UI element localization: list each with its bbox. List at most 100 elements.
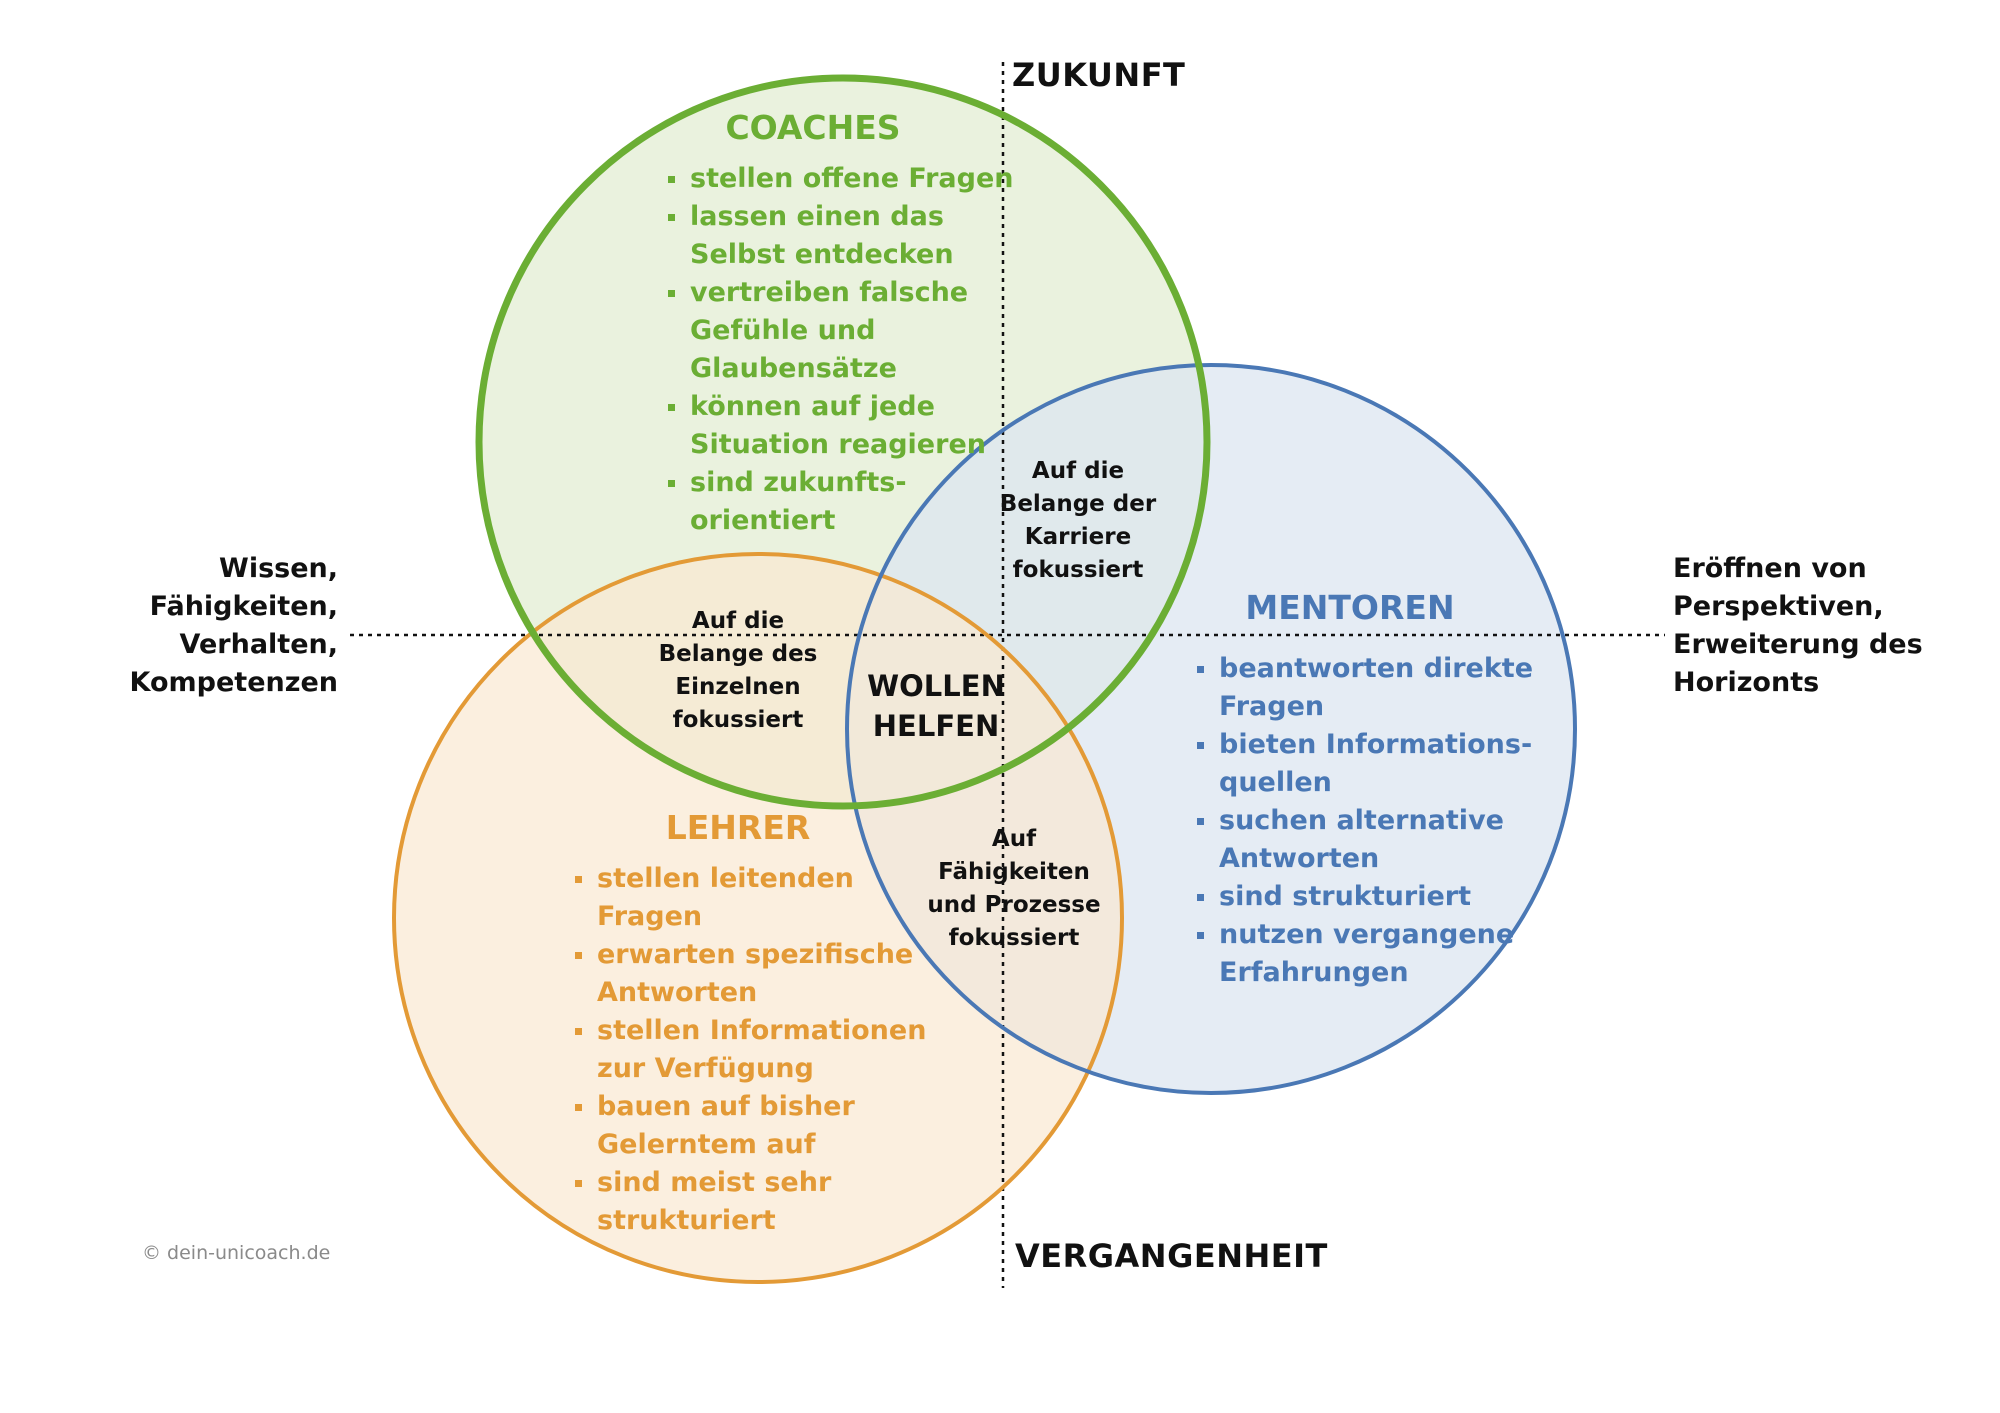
overlap-line: Fähigkeiten xyxy=(938,859,1090,885)
coaches-list-item-line: Gefühle und xyxy=(690,315,876,346)
lehrer-list-item: sind meist sehr strukturiert xyxy=(573,1164,926,1240)
lehrer-list-item-line: bauen auf bisher xyxy=(597,1091,855,1122)
bullet-square-icon xyxy=(668,214,675,221)
overlap-line: Einzelnen xyxy=(675,674,801,700)
overlap-line: Auf die xyxy=(691,608,785,634)
axis-top-label: ZUKUNFT xyxy=(1012,56,1186,94)
mentoren-list-item: bieten Informations-quellen xyxy=(1195,726,1533,802)
center-line: HELFEN xyxy=(872,709,1000,743)
axis-right-line: Eröffnen von xyxy=(1673,553,1867,584)
coaches-circle-outline xyxy=(475,74,1211,810)
axis-left-line: Verhalten, xyxy=(179,629,338,660)
center-label: WOLLEN HELFEN xyxy=(846,666,1026,746)
bullet-square-icon xyxy=(1197,894,1204,901)
mentoren-list-item-line: Antworten xyxy=(1219,843,1380,874)
bullet-square-icon xyxy=(668,404,675,411)
mentoren-title: MENTOREN xyxy=(1245,588,1455,627)
axis-left-label: Wissen, Fähigkeiten, Verhalten, Kompeten… xyxy=(130,550,338,702)
lehrer-list-item-line: Fragen xyxy=(597,901,703,932)
overlap-line: fokussiert xyxy=(672,707,804,733)
coaches-list-item-line: lassen einen das xyxy=(690,201,944,232)
coaches-list-item-line: Glaubensätze xyxy=(690,353,897,384)
coaches-list-item-line: orientiert xyxy=(690,505,836,536)
lehrer-list-item: stellen Informationen zur Verfügung xyxy=(573,1012,926,1088)
coaches-list-item-line: stellen offene Fragen xyxy=(690,163,1014,194)
coaches-list-item-line: sind zukunfts- xyxy=(690,467,907,498)
lehrer-circle-fill xyxy=(394,554,1122,1282)
axis-left-line: Fähigkeiten, xyxy=(149,591,338,622)
bullet-square-icon xyxy=(575,1028,582,1035)
overlap-coaches-lehrer: Auf die Belange des Einzelnen fokussiert xyxy=(628,605,848,737)
bullet-square-icon xyxy=(1197,666,1204,673)
axis-right-line: Horizonts xyxy=(1673,667,1820,698)
lehrer-list-item-line: strukturiert xyxy=(597,1205,776,1236)
bullet-square-icon xyxy=(1197,818,1204,825)
overlap-line: und Prozesse xyxy=(927,892,1101,918)
mentoren-list-item-line: quellen xyxy=(1219,767,1332,798)
overlap-line: Belange der xyxy=(999,491,1157,517)
lehrer-circle-outline xyxy=(392,552,1124,1284)
axis-right-label: Eröffnen von Perspektiven, Erweiterung d… xyxy=(1673,550,1923,702)
coaches-list-item-line: Selbst entdecken xyxy=(690,239,954,270)
lehrer-list-item-line: zur Verfügung xyxy=(597,1053,814,1084)
bullet-square-icon xyxy=(1197,742,1204,749)
mentoren-list-item-line: Erfahrungen xyxy=(1219,957,1409,988)
overlap-coaches-mentoren: Auf die Belange der Karriere fokussiert xyxy=(968,455,1188,587)
lehrer-title: LEHRER xyxy=(665,808,811,847)
mentoren-list-item-line: Fragen xyxy=(1219,691,1325,722)
lehrer-list-item-line: erwarten spezifische xyxy=(597,939,914,970)
lehrer-list-item-line: Antworten xyxy=(597,977,758,1008)
bullet-square-icon xyxy=(1197,932,1204,939)
mentoren-list-item: sind strukturiert xyxy=(1195,878,1533,916)
coaches-list-item-line: können auf jede xyxy=(690,391,935,422)
axis-left-line: Kompetenzen xyxy=(129,667,338,698)
mentoren-list-item-line: sind strukturiert xyxy=(1219,881,1471,912)
overlap-line: Auf xyxy=(991,826,1037,852)
overlap-line: Auf die xyxy=(1031,458,1125,484)
mentoren-circle-outline xyxy=(845,363,1577,1095)
lehrer-list-item-line: Gelerntem auf xyxy=(597,1129,816,1160)
coaches-list-item-line: Situation reagieren xyxy=(690,429,986,460)
overlap-mentoren-lehrer: Auf Fähigkeiten und Prozesse fokussiert xyxy=(904,823,1124,955)
mentoren-list-item-line: suchen alternative xyxy=(1219,805,1504,836)
bullet-square-icon xyxy=(575,1104,582,1111)
bullet-square-icon xyxy=(668,176,675,183)
axis-right-line: Erweiterung des xyxy=(1673,629,1923,660)
bullet-square-icon xyxy=(668,480,675,487)
axis-bottom-label: VERGANGENHEIT xyxy=(1015,1237,1328,1275)
bullet-square-icon xyxy=(575,952,582,959)
mentoren-list-item-line: nutzen vergangene xyxy=(1219,919,1515,950)
overlap-line: fokussiert xyxy=(948,925,1080,951)
axis-left-line: Wissen, xyxy=(219,553,338,584)
overlap-line: Belange des xyxy=(658,641,818,667)
coaches-list-item: sind zukunfts-orientiert xyxy=(666,464,1014,540)
axis-right-line: Perspektiven, xyxy=(1673,591,1884,622)
overlap-line: fokussiert xyxy=(1012,557,1144,583)
copyright-notice: © dein-unicoach.de xyxy=(142,1242,331,1264)
mentoren-list-item-line: beantworten direkte xyxy=(1219,653,1534,684)
lehrer-list-item-line: sind meist sehr xyxy=(597,1167,832,1198)
center-line: WOLLEN xyxy=(867,669,1005,703)
coaches-title: COACHES xyxy=(725,108,901,147)
bullet-square-icon xyxy=(575,876,582,883)
mentoren-list-item-line: bieten Informations- xyxy=(1219,729,1533,760)
overlap-line: Karriere xyxy=(1024,524,1132,550)
bullet-square-icon xyxy=(575,1180,582,1187)
bullet-square-icon xyxy=(668,290,675,297)
lehrer-list-item-line: stellen leitenden xyxy=(597,863,854,894)
lehrer-list-item-line: stellen Informationen xyxy=(597,1015,927,1046)
